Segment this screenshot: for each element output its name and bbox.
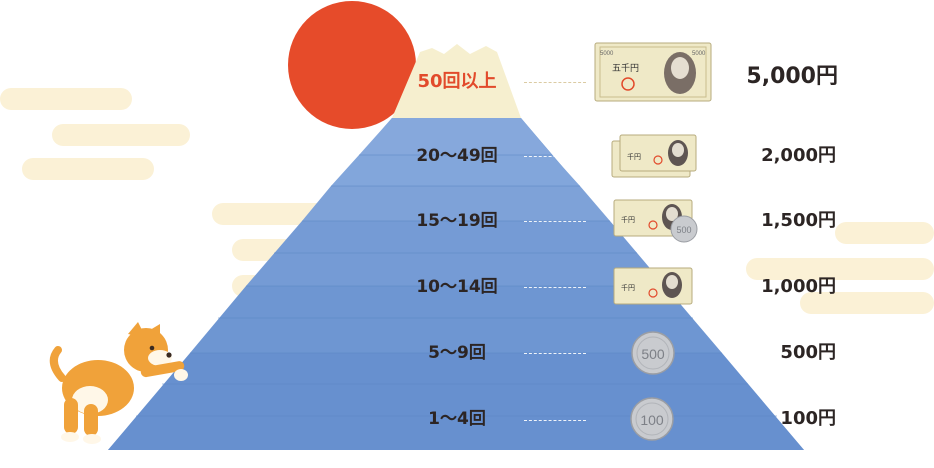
- reward-amount: 500円: [780, 342, 836, 363]
- reward-amount: 2,000円: [761, 145, 836, 166]
- dog-illustration: [49, 322, 188, 444]
- sun: [288, 1, 416, 129]
- bill-1000-kanji-a: 千円: [627, 152, 641, 161]
- bill-1000-kanji-b: 千円: [621, 215, 635, 224]
- leader-line-6: [524, 420, 586, 421]
- tier-label: 5～9回: [428, 343, 486, 363]
- bill-5000-num-left: 5000: [600, 51, 614, 57]
- 500-yen-coin-icon: 500: [631, 331, 675, 375]
- cloud-left: [0, 88, 190, 180]
- 100-yen-coin-icon: 100: [630, 397, 674, 441]
- coin-500-label: 500: [641, 346, 665, 362]
- leader-line-3: [524, 221, 586, 222]
- tier-label: 10～14回: [416, 277, 498, 297]
- leader-line-1: [524, 82, 586, 83]
- bill-1000-kanji-c: 千円: [621, 283, 635, 292]
- leader-line-5: [524, 353, 586, 354]
- leader-line-4: [524, 287, 586, 288]
- coin-100-label: 100: [640, 412, 664, 428]
- reward-amount: 5,000円: [746, 64, 838, 89]
- mountain: [108, 44, 804, 450]
- tier-label: 50回以上: [417, 71, 497, 92]
- tier-label: 20～49回: [416, 146, 498, 166]
- bill-5000-num-right: 5000: [692, 51, 706, 57]
- snow-cap: [392, 44, 521, 118]
- two-1000-yen-bills-icon: 千円: [611, 134, 697, 178]
- reward-amount: 1,500円: [761, 210, 836, 231]
- 1000-yen-bill-and-500-coin-icon: 千円 500: [613, 199, 698, 243]
- cloud-right: [746, 222, 934, 314]
- 1000-yen-bill-icon: 千円: [613, 267, 693, 305]
- 5000-yen-bill-icon: 五千円 5000 5000: [594, 42, 712, 102]
- leader-line-2: [524, 156, 586, 157]
- bill-5000-kanji: 五千円: [612, 63, 639, 73]
- reward-amount: 100円: [780, 408, 836, 429]
- reward-amount: 1,000円: [761, 276, 836, 297]
- tier-label: 1～4回: [428, 409, 486, 429]
- coin-500-small: 500: [676, 225, 691, 235]
- tier-label: 15～19回: [416, 211, 498, 231]
